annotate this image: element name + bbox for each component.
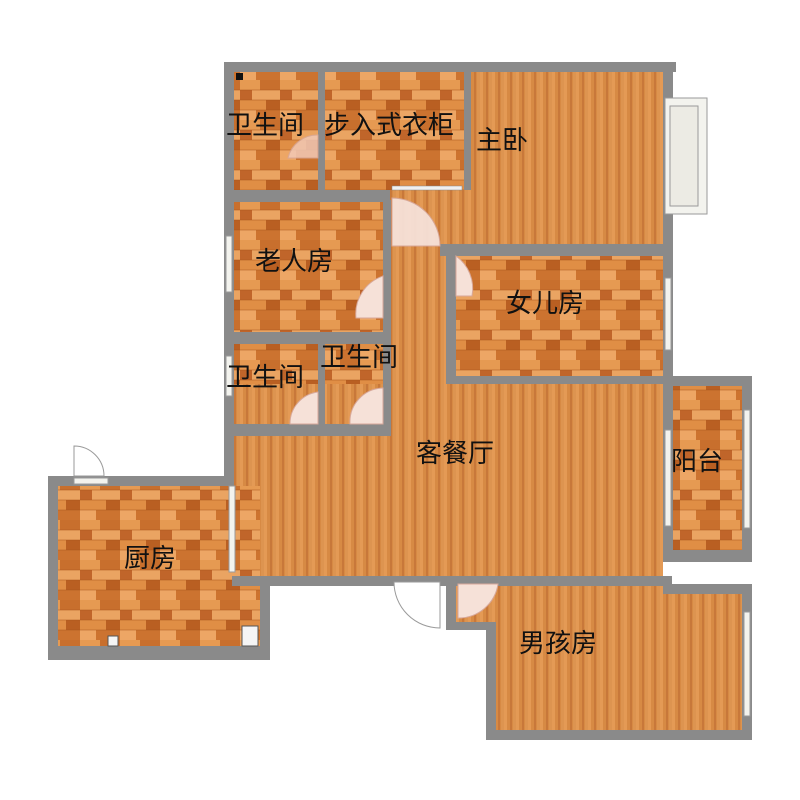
- door-elderly: [355, 275, 384, 319]
- floors: [58, 72, 742, 730]
- wall: [486, 730, 752, 740]
- wall: [446, 376, 673, 384]
- fixture-kitchen-right: [241, 625, 259, 647]
- label-master-bedroom: 主卧: [476, 126, 528, 156]
- window-daughter: [664, 277, 672, 351]
- wall: [318, 72, 325, 192]
- door-kitchen-outside: [73, 445, 105, 477]
- fixture-marker: [236, 73, 243, 80]
- doors: [73, 134, 499, 629]
- wall: [48, 476, 58, 660]
- floor-daughter-room: [456, 256, 663, 380]
- fixtures: [107, 73, 463, 647]
- wall: [663, 376, 749, 386]
- floor-boy-room-main: [496, 600, 742, 730]
- window-kitchen-top: [73, 477, 109, 485]
- window-elderly: [225, 235, 233, 293]
- label-elderly-room: 老人房: [255, 247, 333, 277]
- label-living-dining: 客餐厅: [416, 439, 494, 469]
- wall: [383, 200, 391, 436]
- window-kitchen-living: [228, 485, 236, 573]
- wall: [318, 344, 325, 428]
- wall: [233, 424, 391, 436]
- wall: [233, 332, 385, 344]
- floor-kitchen: [58, 486, 260, 646]
- door-bathroom-top: [287, 134, 319, 159]
- label-bathroom-top: 卫生间: [226, 111, 304, 141]
- label-balcony: 阳台: [671, 447, 723, 477]
- window-balcony: [743, 409, 751, 529]
- window-boy-room: [743, 611, 751, 717]
- label-daughter-room: 女儿房: [506, 289, 584, 319]
- door-boy-room: [457, 583, 499, 619]
- wall: [446, 622, 496, 630]
- room-labels: 卫生间 步入式衣柜 主卧 老人房 女儿房 卫生间 卫生间 客餐厅 阳台 厨房 男…: [124, 111, 723, 659]
- floor-walkin-closet: [325, 72, 467, 190]
- floor-bathroom-top: [233, 72, 319, 190]
- label-bathroom-mid-left: 卫生间: [226, 363, 304, 393]
- wall: [440, 244, 672, 256]
- door-bathroom-left: [289, 391, 319, 425]
- door-master: [391, 197, 441, 247]
- wall: [224, 62, 676, 72]
- label-walkin-closet: 步入式衣柜: [324, 111, 454, 141]
- windows: [73, 97, 751, 717]
- door-entrance: [393, 581, 441, 629]
- door-bathroom-right: [349, 387, 384, 425]
- closet-rail: [391, 185, 463, 191]
- label-kitchen: 厨房: [124, 544, 176, 574]
- fixture-kitchen-left: [107, 635, 119, 647]
- wall: [446, 576, 456, 630]
- window-master-pane: [669, 105, 699, 207]
- floor-balcony: [672, 384, 742, 550]
- window-bathroom-mid: [225, 355, 233, 397]
- floor-master-bedroom: [467, 72, 663, 244]
- wall: [486, 622, 496, 740]
- wall: [663, 550, 752, 562]
- wall: [663, 584, 752, 594]
- wall: [464, 72, 471, 190]
- window-living-balcony: [664, 429, 672, 527]
- label-bathroom-mid-right: 卫生间: [320, 343, 398, 373]
- door-daughter: [455, 255, 474, 297]
- label-boy-room: 男孩房: [519, 629, 597, 659]
- wall: [446, 244, 456, 384]
- wall: [233, 190, 390, 202]
- wall: [48, 476, 234, 486]
- wall: [48, 646, 270, 660]
- wall: [260, 576, 270, 660]
